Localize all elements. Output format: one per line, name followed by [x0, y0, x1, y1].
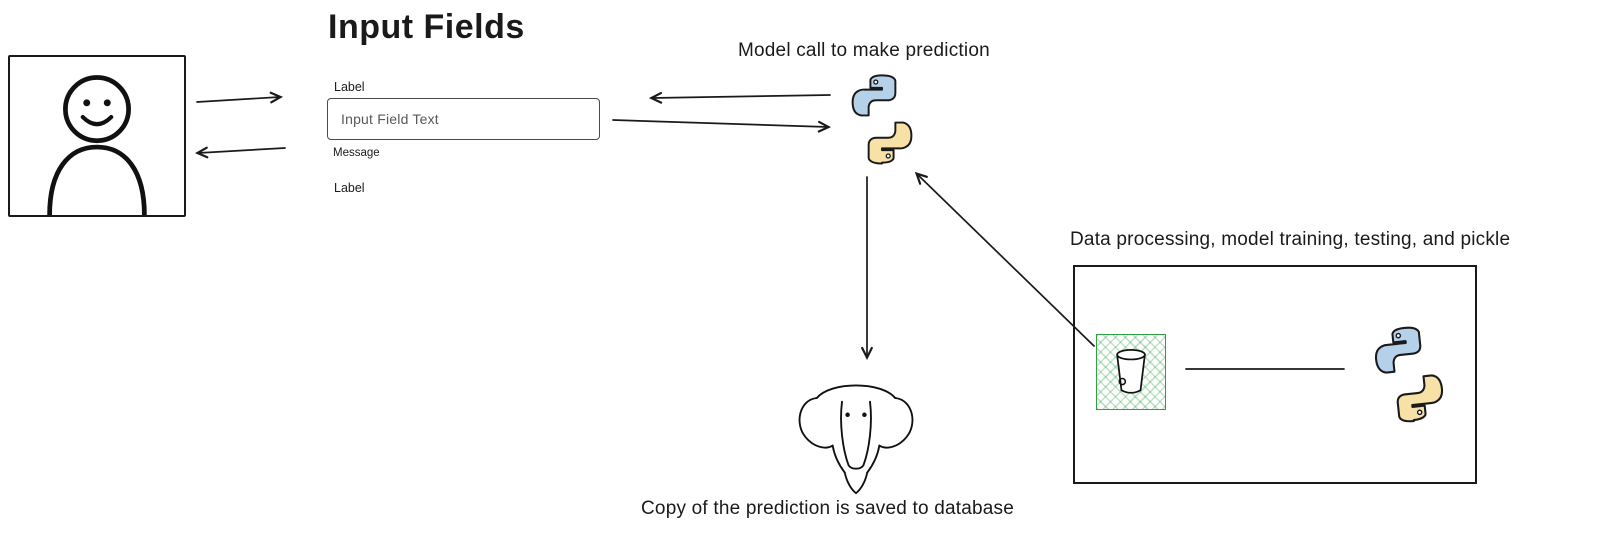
form-label-bottom: Label — [334, 181, 365, 195]
form-label-top: Label — [334, 80, 365, 94]
arrow-python-to-form — [648, 91, 831, 104]
pipeline-box — [1073, 265, 1477, 484]
python-logo-main — [833, 70, 931, 168]
input-field-text: Input Field Text — [341, 111, 439, 127]
user-person-icon — [47, 75, 147, 215]
python-logo-pipeline — [1352, 317, 1466, 431]
form-message-label: Message — [333, 147, 380, 159]
form-title: Input Fields — [328, 8, 525, 46]
user-box — [8, 55, 186, 217]
pipeline-box-title: Data processing, model training, testing… — [1070, 229, 1511, 250]
postgresql-elephant-icon — [798, 384, 914, 495]
input-field: Input Field Text — [327, 98, 600, 140]
arrow-form-to-python — [612, 119, 832, 133]
arrow-form-to-user — [194, 146, 286, 159]
model-caption: Model call to make prediction — [738, 40, 990, 61]
database-caption: Copy of the prediction is saved to datab… — [641, 498, 1014, 519]
s3-bucket-icon — [1096, 334, 1166, 410]
arrow-user-to-form — [196, 91, 284, 104]
bucket-drawing — [1116, 349, 1146, 394]
arrow-pipeline-to-python — [914, 171, 1095, 347]
